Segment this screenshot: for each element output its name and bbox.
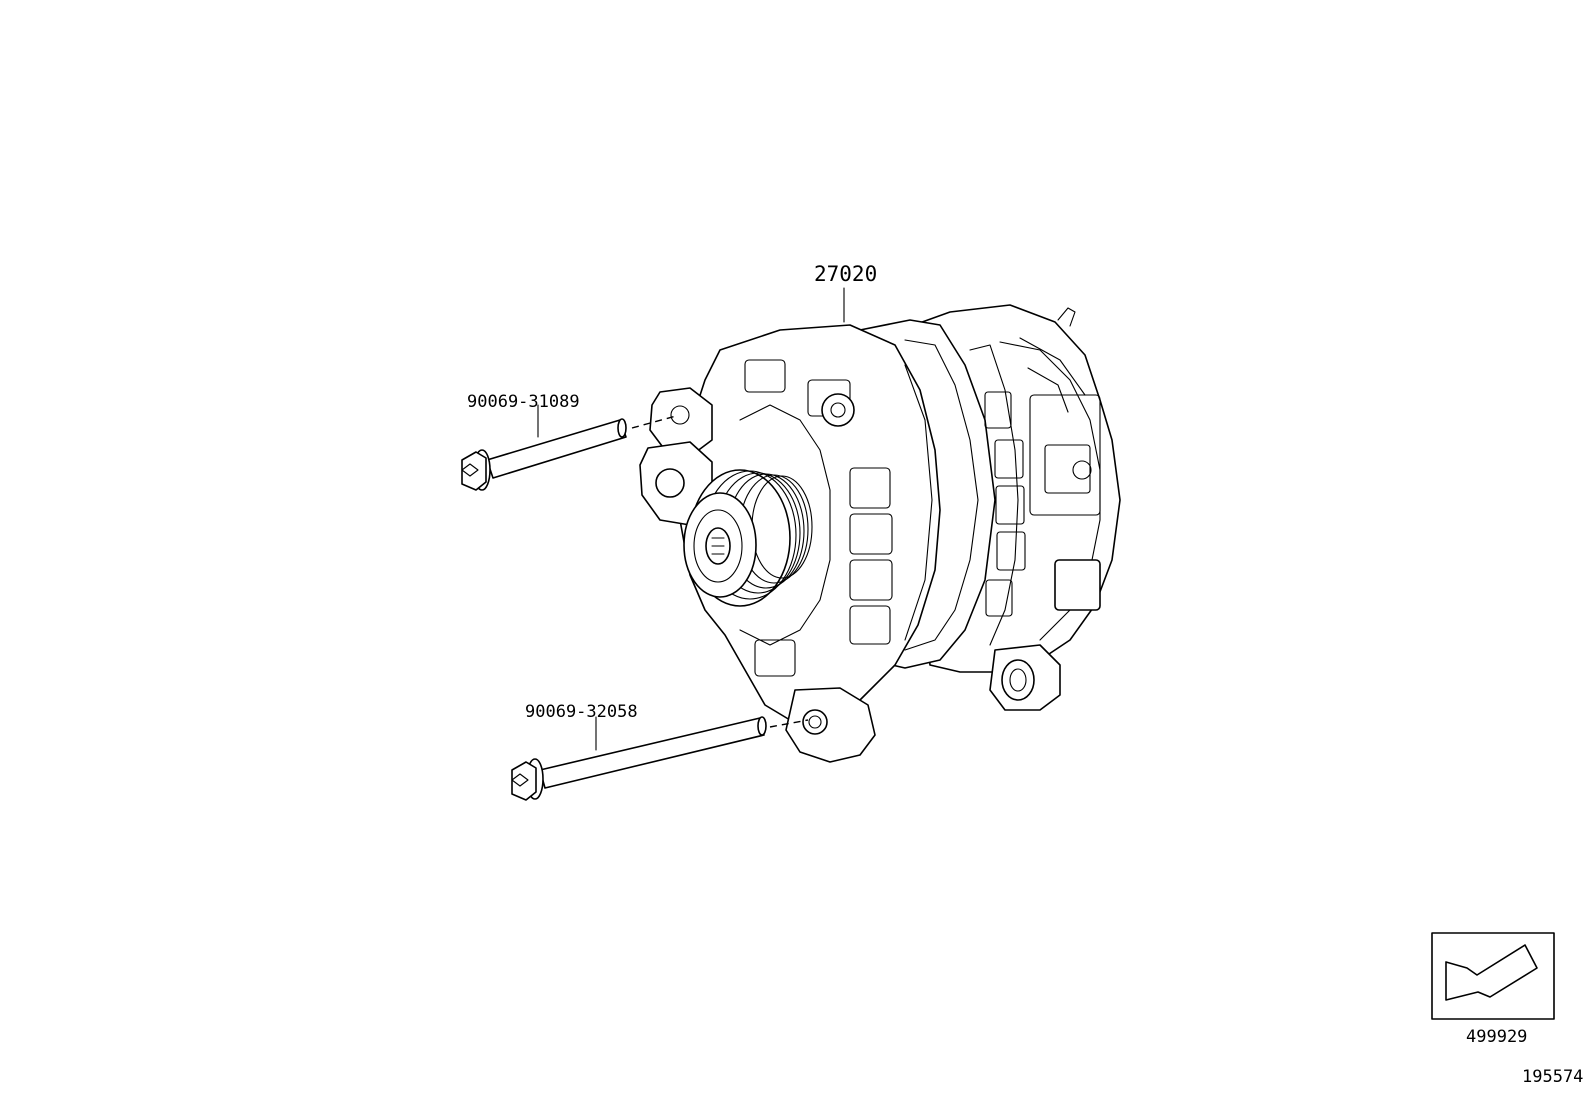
- lower-bolt-part-number[interactable]: 90069-32058: [525, 702, 638, 722]
- legend-code: 499929: [1466, 1027, 1528, 1047]
- legend-box: [1431, 932, 1555, 1020]
- bolt-lower-illustration[interactable]: [511, 716, 809, 801]
- bolt-upper-illustration[interactable]: [461, 404, 677, 491]
- alternator-part-number[interactable]: 27020: [814, 262, 878, 286]
- alternator-illustration[interactable]: [639, 287, 1121, 763]
- front-direction-arrow-icon: [1445, 944, 1538, 1001]
- illustration-id: 195574: [1522, 1067, 1584, 1087]
- upper-bolt-part-number[interactable]: 90069-31089: [467, 392, 580, 412]
